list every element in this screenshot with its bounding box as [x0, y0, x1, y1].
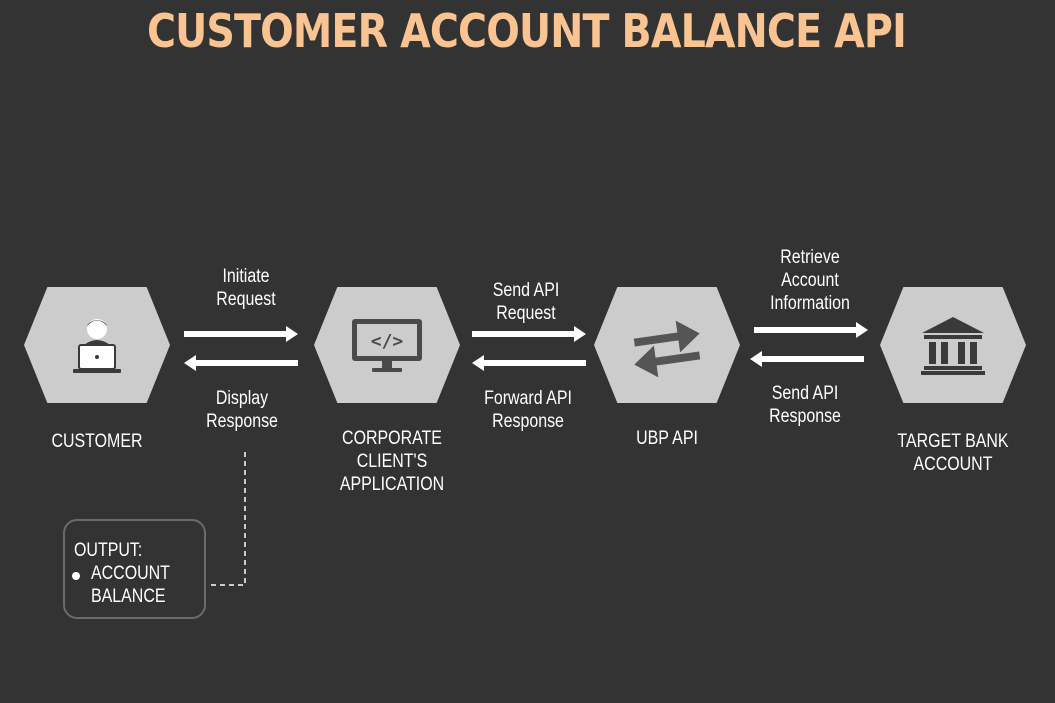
- forward-api-response-label: Forward API Response: [484, 388, 572, 432]
- customer-node: [24, 287, 170, 403]
- send-api-request-arrow: [472, 326, 586, 342]
- output-box: [63, 519, 206, 619]
- retrieve-account-info-label: Retrieve Account Information: [770, 247, 850, 314]
- diagram-title: CUSTOMER ACCOUNT BALANCE API: [146, 4, 907, 58]
- initiate-request-label: Initiate Request: [216, 266, 276, 310]
- target-bank-node: [880, 287, 1026, 403]
- output-bullet: [72, 572, 80, 580]
- bank-icon: [921, 317, 985, 375]
- person-laptop-icon: [73, 319, 121, 373]
- target-bank-label: TARGET BANK ACCOUNT: [897, 431, 1009, 475]
- corporate-client-node: </>: [314, 287, 460, 403]
- ubp-api-label: UBP API: [636, 428, 698, 449]
- output-item: ACCOUNT BALANCE: [91, 563, 170, 607]
- display-response-arrow: [184, 355, 298, 371]
- send-api-request-label: Send API Request: [492, 280, 560, 324]
- corporate-client-label: CORPORATE CLIENT'S APPLICATION: [339, 428, 445, 495]
- retrieve-account-info-arrow: [754, 322, 868, 338]
- customer-label: CUSTOMER: [51, 431, 143, 452]
- code-monitor-icon: </>: [352, 319, 422, 372]
- forward-api-response-arrow: [472, 355, 586, 371]
- output-heading: OUTPUT:: [74, 540, 143, 561]
- send-api-response-arrow: [750, 351, 864, 367]
- ubp-api-node: [594, 287, 740, 403]
- svg-text:</>: </>: [371, 331, 404, 352]
- exchange-arrows-icon: [633, 320, 701, 378]
- initiate-request-arrow: [184, 326, 298, 342]
- send-api-response-label: Send API Response: [769, 383, 841, 427]
- display-response-label: Display Response: [206, 388, 278, 432]
